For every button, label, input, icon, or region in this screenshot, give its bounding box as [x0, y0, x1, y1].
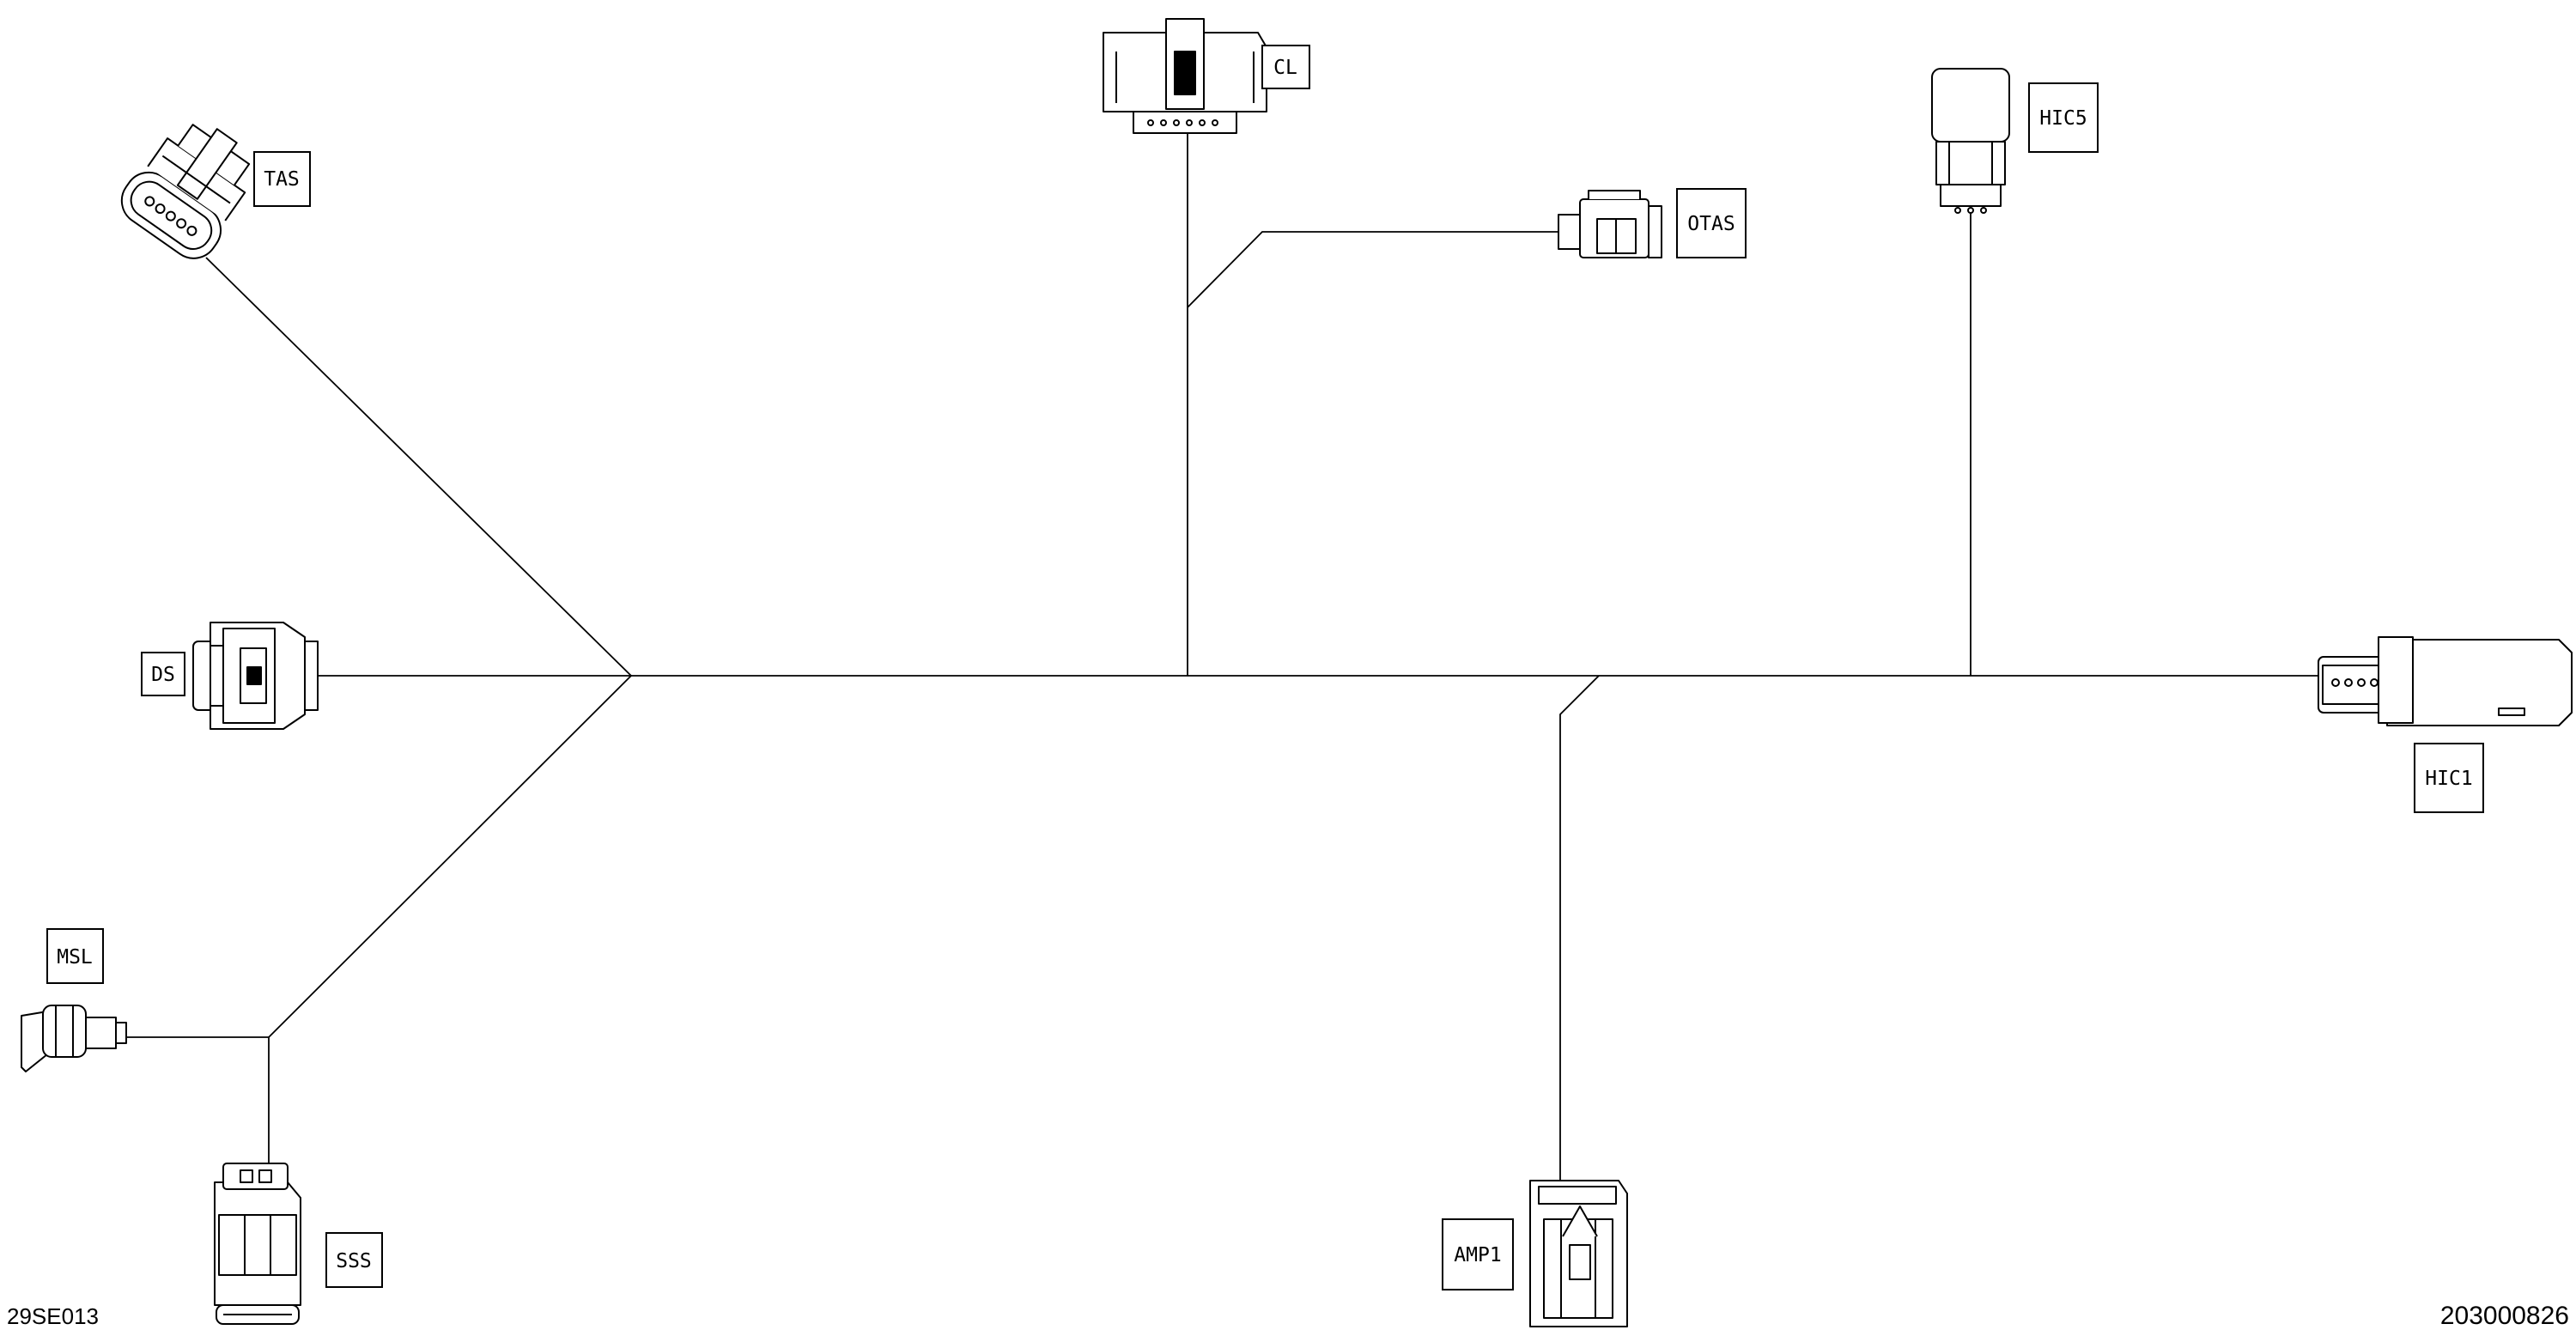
label-otas-text: OTAS [1687, 213, 1735, 235]
label-tas-text: TAS [264, 168, 300, 191]
label-hic1-text: HIC1 [2425, 768, 2472, 790]
illustration-code: 29SE013 [7, 1303, 99, 1329]
wire-tas [205, 257, 632, 677]
wire-lower-branch [268, 675, 632, 1038]
label-sss: SSS [325, 1232, 383, 1288]
label-cl: CL [1261, 45, 1310, 89]
connector-hic1[interactable] [2318, 636, 2573, 726]
connector-sss[interactable] [214, 1163, 301, 1325]
label-sss-text: SSS [336, 1250, 372, 1272]
label-msl: MSL [46, 928, 104, 984]
harness-wires [120, 129, 2336, 1193]
label-otas: OTAS [1676, 188, 1747, 258]
connector-msl[interactable] [21, 1005, 127, 1072]
connector-hic5[interactable] [1931, 68, 2010, 214]
label-hic1: HIC1 [2414, 743, 2484, 813]
label-cl-text: CL [1273, 57, 1297, 79]
connector-cl[interactable] [1103, 18, 1267, 134]
connector-tas[interactable] [112, 106, 270, 268]
part-number: 203000826 [2439, 1302, 2569, 1330]
wire-amp1 [1559, 675, 1600, 1193]
label-msl-text: MSL [57, 946, 93, 969]
label-hic5-text: HIC5 [2039, 107, 2087, 130]
wire-otas [1187, 231, 1558, 308]
label-ds: DS [141, 652, 185, 696]
label-ds-text: DS [151, 664, 175, 686]
connector-ds[interactable] [192, 622, 319, 730]
connector-amp1[interactable] [1529, 1180, 1628, 1327]
label-amp1: AMP1 [1442, 1218, 1514, 1290]
label-hic5: HIC5 [2028, 82, 2099, 153]
label-amp1-text: AMP1 [1454, 1244, 1501, 1266]
label-tas: TAS [253, 151, 311, 207]
connector-otas[interactable] [1558, 190, 1662, 258]
